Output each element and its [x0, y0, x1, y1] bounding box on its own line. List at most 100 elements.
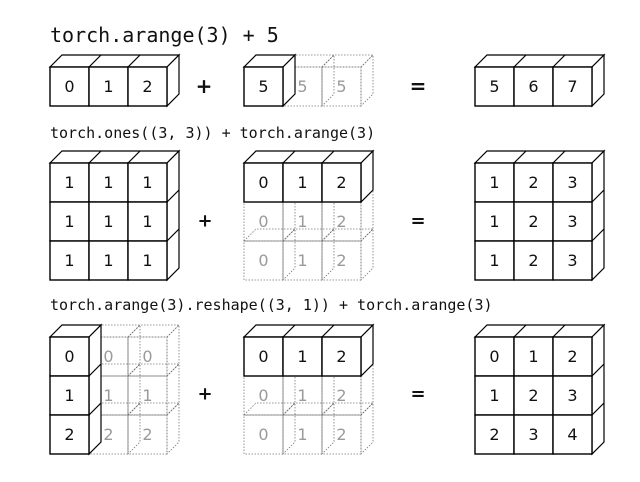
row3-operand-a-value: 1	[64, 386, 74, 405]
row1-plus-operator: +	[196, 74, 213, 98]
row1-operand-a-cell	[49, 66, 90, 107]
row3-operand-a-broadcast-value: 0	[103, 347, 113, 366]
row2-operand-b-broadcast-value: 1	[297, 251, 307, 270]
row2-operand-b-broadcast-cell-top	[321, 228, 374, 242]
row3-operand-a-side-edge	[88, 363, 102, 377]
row3-operand-a-side-edge	[88, 402, 102, 416]
row2-equals-operator: =	[410, 211, 425, 232]
row2-operand-a-top-face	[48, 150, 181, 164]
row3-operand-b-top-edge	[321, 324, 335, 338]
row3-result-value: 2	[567, 347, 577, 366]
row3-operand-b-value: 2	[336, 347, 346, 366]
row1-result-cell	[552, 66, 593, 107]
row3-operand-a-value: 0	[64, 347, 74, 366]
row2-result-value: 3	[567, 173, 577, 192]
row2-operand-b-top-edge	[321, 150, 335, 164]
row2-operand-a-value: 1	[142, 212, 152, 231]
row2-operand-a-value: 1	[142, 173, 152, 192]
row2-operand-a-side-edge	[166, 189, 180, 203]
row2-operand-a-cell	[49, 201, 90, 242]
row2-operand-b-broadcast-value: 1	[297, 212, 307, 231]
row1-result-cell	[474, 66, 515, 107]
row2-result-value: 1	[489, 251, 499, 270]
row1-equals-operator: =	[410, 74, 427, 98]
row2-result-value: 3	[567, 251, 577, 270]
row2-operand-a-value: 1	[103, 251, 113, 270]
row2-operand-a-cell	[88, 240, 129, 281]
row3-result-cell	[474, 336, 515, 377]
row2-operand-a-value: 1	[64, 251, 74, 270]
row3-equals-operator: =	[410, 384, 425, 405]
row1-operand-a-cell	[127, 66, 168, 107]
row3-result-value: 1	[528, 347, 538, 366]
row2-result-value: 1	[489, 173, 499, 192]
row2-plus-operator: +	[197, 211, 212, 232]
row1-expression: torch.arange(3) + 5	[50, 23, 279, 47]
row1-result-value: 7	[567, 77, 577, 96]
row3-operand-b-value: 0	[258, 347, 268, 366]
row3-operand-b-broadcast-cell-side	[321, 402, 335, 455]
row3-operand-b-cell	[321, 336, 362, 377]
row2-result-value: 2	[528, 212, 538, 231]
row1-operand-b-broadcast-cell-side	[321, 54, 335, 107]
row2-result-value: 2	[528, 251, 538, 270]
row3-operand-a-cell	[49, 375, 90, 416]
row3-result-value: 0	[489, 347, 499, 366]
row2-expression: torch.ones((3, 3)) + torch.arange(3)	[50, 124, 376, 142]
row1-result-value: 5	[489, 77, 499, 96]
row2-operand-b-value: 1	[297, 173, 307, 192]
row3-operand-b-broadcast-cell-top	[243, 402, 296, 416]
row1-operand-b-broadcast-cell-top	[321, 54, 374, 68]
row2-operand-a-value: 1	[64, 173, 74, 192]
row2-result-top-face	[473, 150, 606, 164]
row2-result-cell	[513, 240, 554, 281]
row2-operand-b-broadcast-cell-top	[282, 228, 335, 242]
row3-operand-b-cell	[282, 336, 323, 377]
row1-result-top-face	[473, 54, 606, 68]
row3-operand-a-cell	[49, 414, 90, 455]
row3-operand-b-broadcast-value: 1	[297, 386, 307, 405]
row3-operand-a-side-face	[88, 323, 102, 456]
row3-operand-a-broadcast-cell-side	[166, 402, 180, 455]
row1-operand-a-value: 2	[142, 77, 152, 96]
row3-operand-a-broadcast-value: 0	[142, 347, 152, 366]
row3-result-value: 2	[528, 386, 538, 405]
row3-result-cell	[474, 375, 515, 416]
row1-operand-b-value: 5	[258, 77, 268, 96]
row2-operand-a-value: 1	[64, 212, 74, 231]
row2-result-cell	[552, 162, 593, 203]
row2-result-cell	[552, 240, 593, 281]
row3-result-cell	[552, 414, 593, 455]
row2-result-side-face	[591, 149, 605, 282]
row3-operand-a-broadcast-cell-side	[127, 363, 141, 416]
row2-operand-b-cell	[282, 162, 323, 203]
row2-operand-b-broadcast-value: 0	[258, 251, 268, 270]
row2-operand-b-broadcast-cell-side	[282, 228, 296, 281]
row1-operand-a-top-edge	[88, 54, 102, 68]
row3-result-side-edge	[591, 363, 605, 377]
row2-operand-b-broadcast-value: 2	[336, 251, 346, 270]
row3-result-side-edge	[591, 402, 605, 416]
row3-operand-b-broadcast-value: 2	[336, 386, 346, 405]
row2-operand-b-broadcast-cell-top	[243, 228, 296, 242]
row2-operand-b-cell	[321, 162, 362, 203]
row3-result-top-edge	[552, 324, 566, 338]
row2-result-side-edge	[591, 228, 605, 242]
row2-operand-a-side-edge	[166, 228, 180, 242]
row2-operand-b-broadcast-value: 0	[258, 212, 268, 231]
row3-operand-a-value: 2	[64, 425, 74, 444]
row2-operand-b-broadcast-cell-side	[360, 228, 374, 281]
row3-result-cell	[513, 375, 554, 416]
row3-result-top-edge	[513, 324, 527, 338]
row2-operand-a-cell	[49, 240, 90, 281]
row3-result-value: 4	[567, 425, 577, 444]
row3-plus-operator: +	[197, 384, 212, 405]
row3-operand-b-broadcast-cell-side	[360, 402, 374, 455]
row2-operand-b-value: 2	[336, 173, 346, 192]
row3-operand-a-broadcast-value: 2	[103, 425, 113, 444]
row3-operand-b-broadcast-value: 1	[297, 425, 307, 444]
row3-operand-b-top-face	[242, 324, 375, 338]
row1-operand-b-broadcast-value: 5	[297, 77, 307, 96]
row3-operand-b-broadcast-value: 0	[258, 386, 268, 405]
